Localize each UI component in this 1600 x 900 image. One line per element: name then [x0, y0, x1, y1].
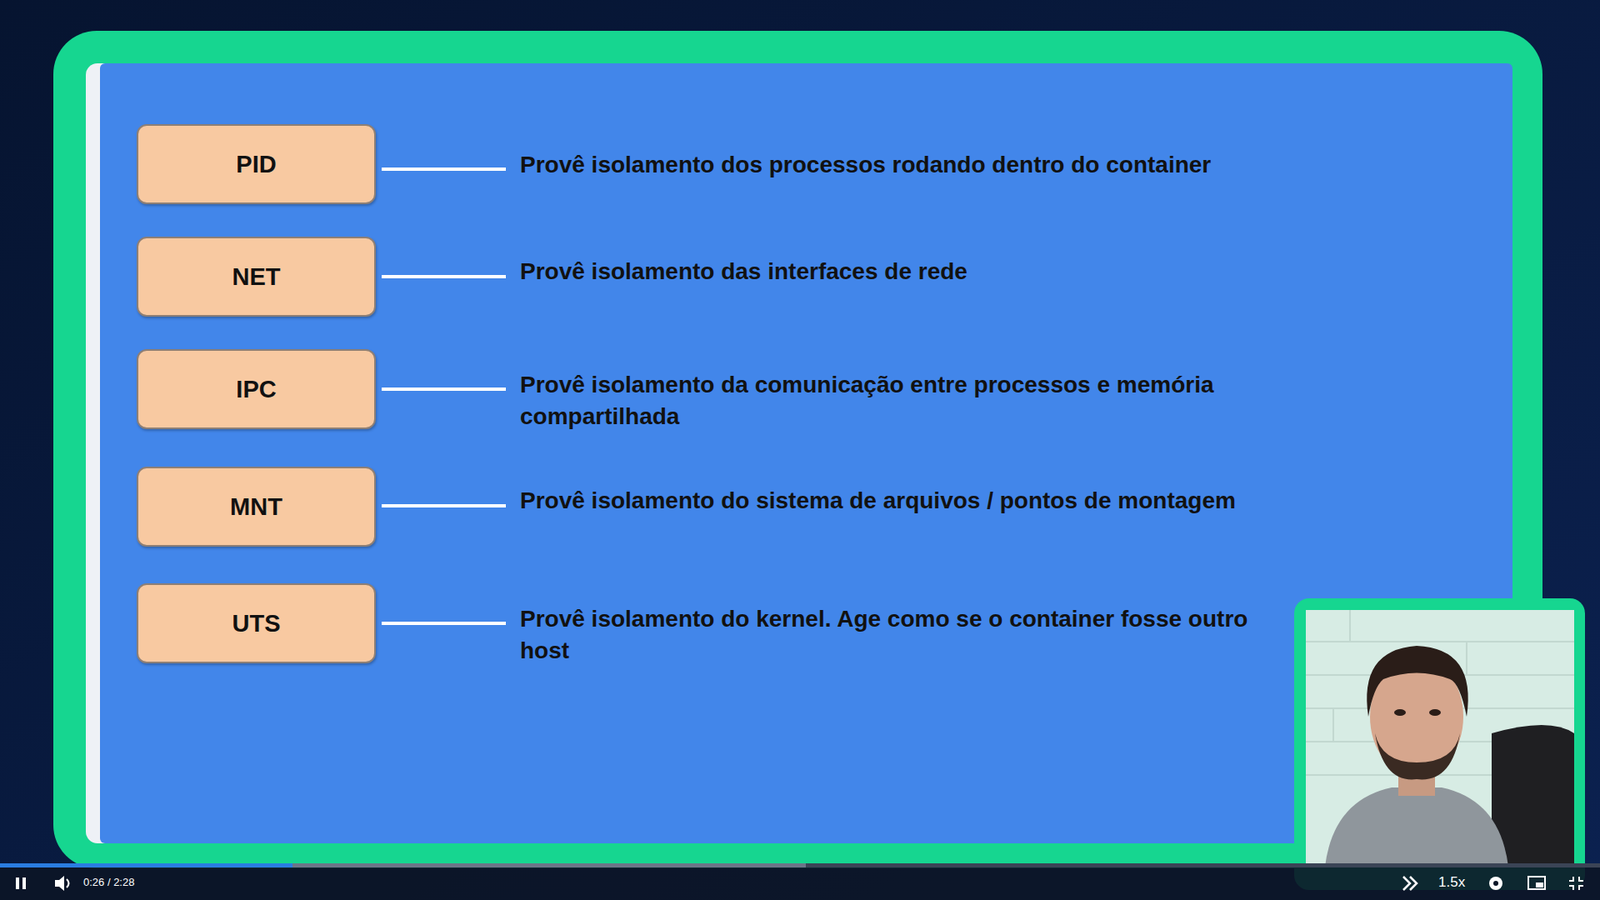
webcam-overlay	[1294, 598, 1585, 890]
webcam-wall	[1305, 610, 1575, 867]
leader-line	[381, 621, 506, 625]
pause-icon	[15, 877, 20, 890]
person-eye	[1394, 709, 1406, 716]
progress-buffered	[0, 863, 806, 868]
leader-line	[381, 275, 506, 279]
pip-icon	[1535, 882, 1544, 888]
leader-line	[381, 504, 506, 508]
person-shirt	[1325, 787, 1509, 867]
description-text: Provê isolamento do kernel. Age como se …	[520, 603, 1291, 667]
description-text: Provê isolamento das interfaces de rede	[520, 255, 1420, 288]
namespace-box: NET	[136, 236, 376, 317]
video-controls	[0, 863, 1600, 900]
progress-track	[0, 863, 1600, 868]
description-text: Provê isolamento do sistema de arquivos …	[520, 485, 1437, 517]
description-text: Provê isolamento da comunicação entre pr…	[520, 369, 1333, 433]
namespace-box: UTS	[136, 583, 376, 664]
person-hair	[1366, 645, 1468, 717]
chair	[1491, 725, 1575, 867]
pip-icon	[1528, 876, 1545, 890]
volume-icon	[55, 875, 65, 891]
leader-line	[381, 387, 506, 391]
video-time: 0:26 / 2:28	[83, 875, 200, 890]
namespace-box: MNT	[136, 466, 376, 547]
pause-icon	[22, 877, 26, 890]
namespace-box: PID	[136, 124, 376, 205]
person-beard	[1375, 733, 1460, 780]
leader-lines	[381, 169, 506, 624]
box-label: IPC	[235, 375, 276, 404]
skip-icon	[1403, 876, 1417, 890]
playback-speed: 1.5x	[1438, 874, 1480, 891]
control-bar	[0, 866, 1600, 900]
box-label: PID	[235, 150, 276, 179]
person-eye	[1429, 709, 1441, 716]
settings-icon	[1493, 880, 1499, 886]
box-label: MNT	[230, 493, 283, 521]
namespace-box: IPC	[136, 349, 376, 430]
volume-icon	[66, 879, 70, 888]
box-label: NET	[232, 263, 281, 291]
progress-played	[0, 863, 293, 868]
box-label: UTS	[232, 610, 281, 638]
webcam-frame	[1294, 598, 1585, 890]
leader-line	[381, 167, 506, 171]
settings-icon	[1489, 876, 1503, 890]
fullscreen-exit-icon	[1569, 876, 1584, 890]
description-text: Provê isolamento dos processos rodando d…	[520, 149, 1420, 181]
